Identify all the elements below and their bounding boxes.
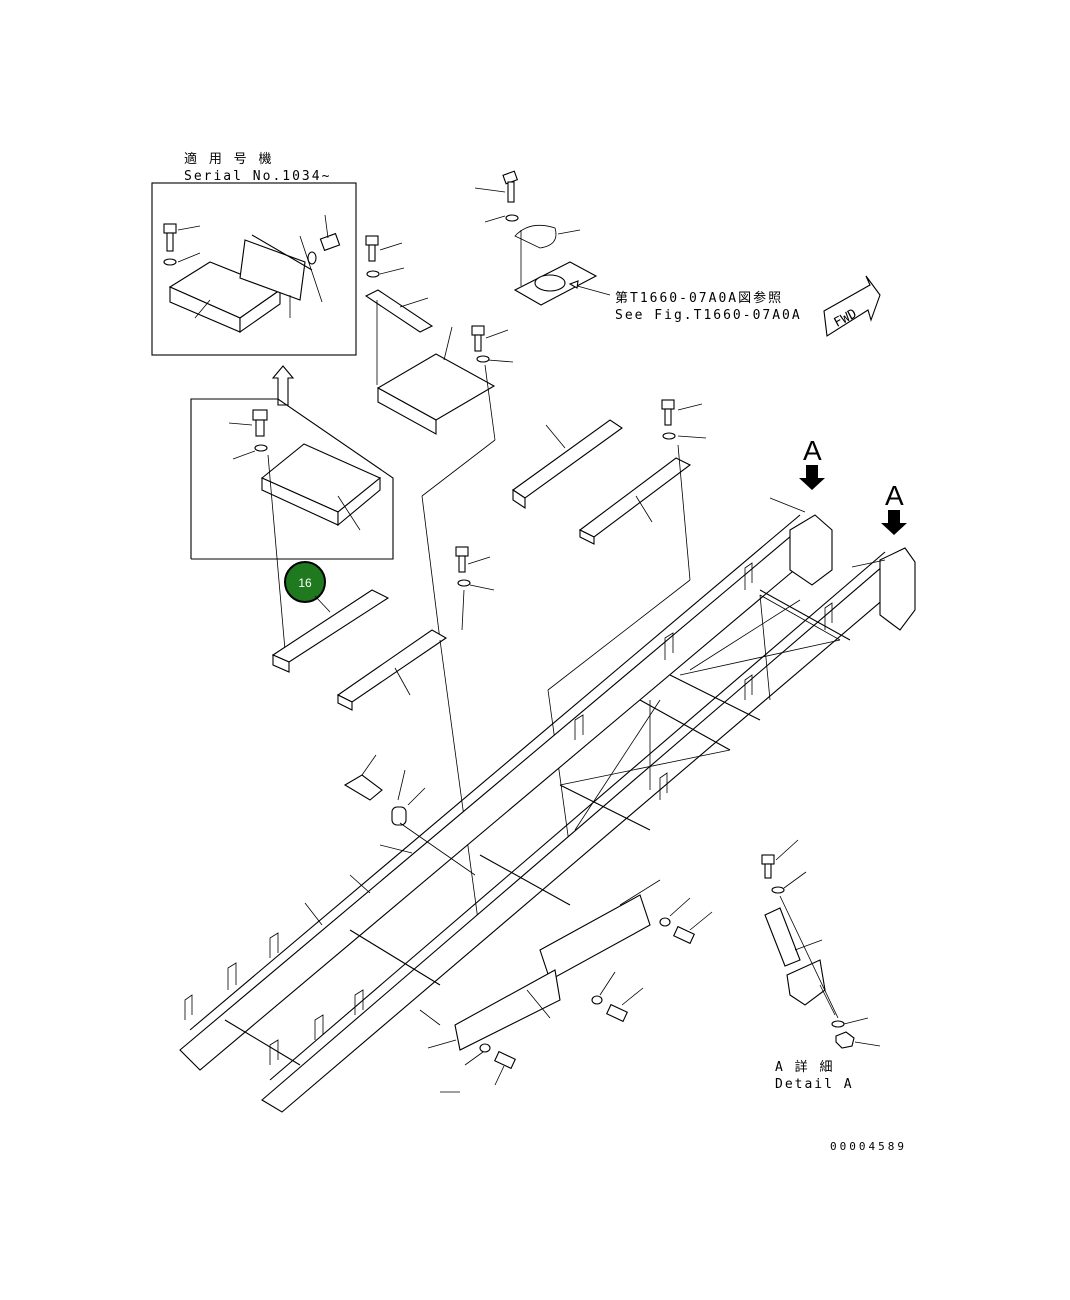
inset-frame — [190, 398, 394, 560]
middle-brackets — [336, 399, 707, 921]
callout-16[interactable]: 16 — [284, 561, 326, 603]
drawing-number: 00004589 — [830, 1140, 907, 1153]
serial-inset-parts — [163, 214, 341, 334]
up-arrow-icon — [271, 365, 295, 406]
detail-note-en: Detail A — [775, 1077, 854, 1092]
view-marker-a-right: A — [881, 480, 907, 535]
serial-note-en: Serial No.1034~ — [184, 169, 331, 184]
fwd-arrow-icon: FWD — [823, 275, 881, 337]
top-cover-parts — [474, 170, 611, 306]
serial-inset-box — [151, 182, 357, 356]
inset-parts — [228, 409, 382, 651]
down-arrow-icon — [881, 510, 907, 535]
view-marker-a-left: A — [799, 435, 825, 490]
upper-center-parts — [364, 235, 514, 641]
svg-text:A: A — [803, 435, 822, 466]
callout-16-label: 16 — [298, 576, 312, 590]
callout-16-marker[interactable] — [284, 561, 326, 603]
serial-note-jp: 適 用 号 機 — [184, 151, 273, 167]
detail-note-jp: A 詳 細 — [775, 1059, 834, 1075]
down-arrow-icon — [799, 465, 825, 490]
svg-text:A: A — [885, 480, 904, 511]
reference-note-jp: 第T1660-07A0A図参照 — [615, 290, 783, 306]
lower-side-plates — [304, 754, 713, 1093]
channel-bracket-16 — [271, 589, 390, 673]
reference-note-en: See Fig.T1660-07A0A — [615, 308, 802, 323]
main-frame — [179, 497, 916, 1113]
detail-a-parts — [761, 839, 881, 1049]
